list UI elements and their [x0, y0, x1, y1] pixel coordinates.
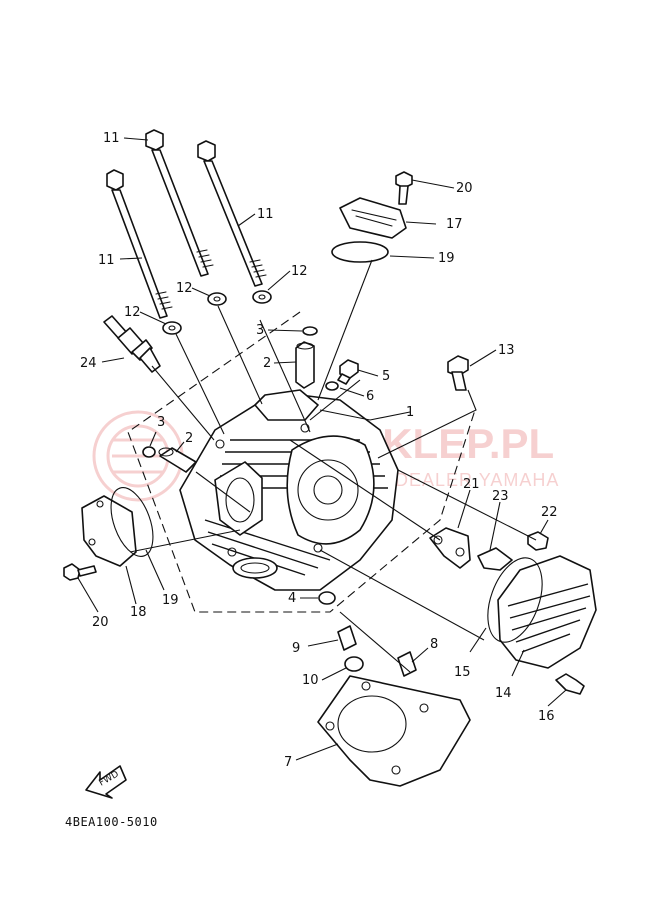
callout-14: 14: [495, 686, 512, 701]
part-21: [429, 527, 471, 569]
callout-15: 15: [454, 665, 471, 680]
bolt-13: [447, 355, 469, 391]
washer-12-middle: [207, 292, 227, 306]
callout-8: 8: [430, 637, 438, 652]
callout-1: 1: [406, 405, 414, 420]
callout-11b: 11: [257, 207, 274, 222]
fwd-arrow-icon: FWD: [85, 765, 127, 799]
washer-12-right: [252, 290, 272, 304]
dowel-pin-2-upper: [295, 341, 315, 389]
head-bolt-right: [197, 140, 267, 287]
bolt-22: [527, 531, 549, 551]
side-cover-18: [81, 495, 137, 567]
cylinder-head: [179, 389, 399, 591]
callout-20a: 20: [456, 181, 473, 196]
callout-13: 13: [498, 343, 515, 358]
cylinder-head-gasket-7: [317, 675, 471, 787]
callout-17: 17: [446, 217, 463, 232]
dowel-9: [337, 625, 357, 651]
callout-3a: 3: [256, 323, 264, 338]
callout-12b: 12: [176, 281, 193, 296]
callout-19b: 19: [162, 593, 179, 608]
callout-23: 23: [492, 489, 509, 504]
callout-9: 9: [292, 641, 300, 656]
bolt-16: [555, 673, 585, 695]
washer-6: [325, 381, 339, 391]
o-ring-3-left: [142, 446, 156, 458]
washer-12-left: [162, 321, 182, 335]
washer-10: [344, 656, 364, 672]
callout-2b: 2: [185, 431, 193, 446]
spark-plug: [103, 315, 161, 373]
o-ring-19-left: [110, 487, 154, 557]
callout-10: 10: [302, 673, 319, 688]
callout-19a: 19: [438, 251, 455, 266]
callout-18: 18: [130, 605, 147, 620]
callout-11a: 11: [103, 131, 120, 146]
screw-20-left: [63, 563, 97, 581]
callout-21: 21: [463, 477, 480, 492]
callout-6: 6: [366, 389, 374, 404]
callout-4: 4: [288, 591, 296, 606]
dowel-pin-2-left: [158, 447, 197, 473]
callout-24: 24: [80, 356, 97, 371]
side-cover-14: [497, 555, 597, 669]
callout-16: 16: [538, 709, 555, 724]
head-bolt-left: [106, 169, 173, 319]
callout-5: 5: [382, 369, 390, 384]
part-4: [318, 591, 336, 605]
callout-22: 22: [541, 505, 558, 520]
callout-labels: 11 11 11 12 12 12 24 3 2 3 2 5 6 1 13 20…: [80, 131, 558, 770]
watermark-subtext: DEALER YAMAHA: [395, 470, 559, 490]
leader-lines: [77, 137, 567, 761]
head-bolt-middle: [145, 129, 214, 277]
tappet-cover-17: [339, 197, 407, 239]
assembly-boundary-dashed: [127, 311, 476, 613]
o-ring-19-top: [331, 241, 389, 263]
callout-12a: 12: [124, 305, 141, 320]
callout-20b: 20: [92, 615, 109, 630]
callout-7: 7: [284, 755, 292, 770]
callout-3b: 3: [157, 415, 165, 430]
o-ring-3-upper: [302, 326, 318, 336]
screw-20-top: [395, 171, 413, 205]
bolt-5: [337, 359, 359, 385]
diagram-code: 4BEA100-5010: [65, 815, 158, 829]
callout-2a: 2: [263, 356, 271, 371]
callout-11c: 11: [98, 253, 115, 268]
dowel-8: [397, 651, 417, 677]
part-23: [477, 547, 513, 571]
callout-12c: 12: [291, 264, 308, 279]
o-ring-15: [487, 557, 543, 643]
